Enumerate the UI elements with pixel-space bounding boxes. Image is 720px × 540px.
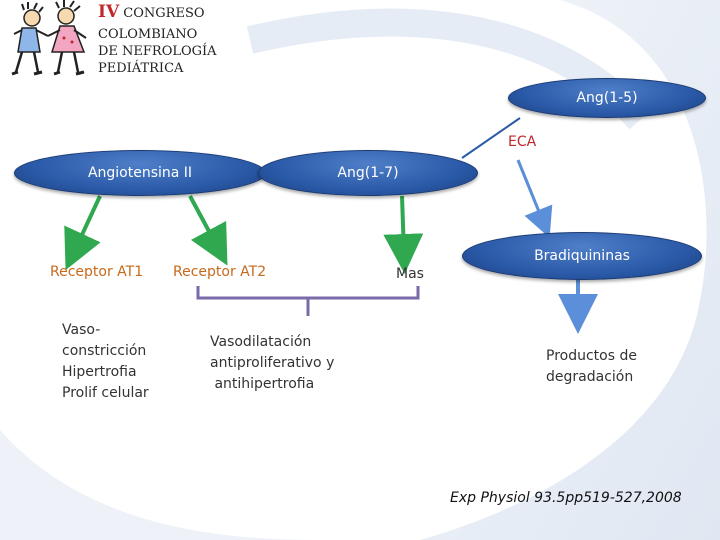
congress-line-3: DE NEFROLOGÍA [98,44,217,59]
effect-brad-line: degradación [546,369,634,385]
node-ang15: Ang(1-5) [508,78,706,118]
node-ang17-label: Ang(1-7) [337,165,399,181]
congress-title: IV CONGRESO COLOMBIANO DE NEFROLOGÍA PED… [98,4,217,77]
arrow-ang15-brad [516,159,553,238]
node-angiotensina-ii: Angiotensina II [14,150,266,196]
bracket-at2-mas [196,286,420,316]
node-ang15-label: Ang(1-5) [576,90,638,106]
effect-at2-line: antiproliferativo y [210,355,335,371]
arrow-ang17-mas [383,195,424,274]
arrow-angII-at2 [188,195,228,266]
effects-at1: Vaso- constricción Hipertrofia Prolif ce… [62,320,149,404]
citation: Exp Physiol 93.5pp519-527,2008 [450,490,682,506]
effect-at1-line: constricción [62,343,147,359]
effects-bradiquininas: Productos de degradación [546,346,637,388]
arrow-eca-ang17 [461,117,521,159]
congress-line-4: PEDIÁTRICA [98,61,184,76]
label-mas: Mas [396,266,424,282]
effect-brad-line: Productos de [546,348,637,364]
effect-at1-line: Prolif celular [62,385,149,401]
effect-at1-line: Hipertrofia [62,364,137,380]
node-brad-label: Bradiquininas [534,248,630,264]
effect-at2-line: Vasodilatación [210,334,312,350]
congress-logo [4,0,94,80]
effect-at2-line: antihipertrofia [210,376,315,392]
congress-line-2: COLOMBIANO [98,27,198,42]
congress-roman: IV [98,2,120,22]
congress-line-1: CONGRESO [123,6,205,21]
label-eca: ECA [508,134,537,150]
node-ang17: Ang(1-7) [258,150,478,196]
arrow-angII-at1 [64,195,102,271]
label-receptor-at1: Receptor AT1 [50,264,144,280]
node-angII-label: Angiotensina II [87,165,193,181]
node-bradiquininas: Bradiquininas [462,232,702,280]
effects-at2-mas: Vasodilatación antiproliferativo y antih… [210,332,334,395]
label-receptor-at2: Receptor AT2 [173,264,267,280]
effect-at1-line: Vaso- [62,322,101,338]
